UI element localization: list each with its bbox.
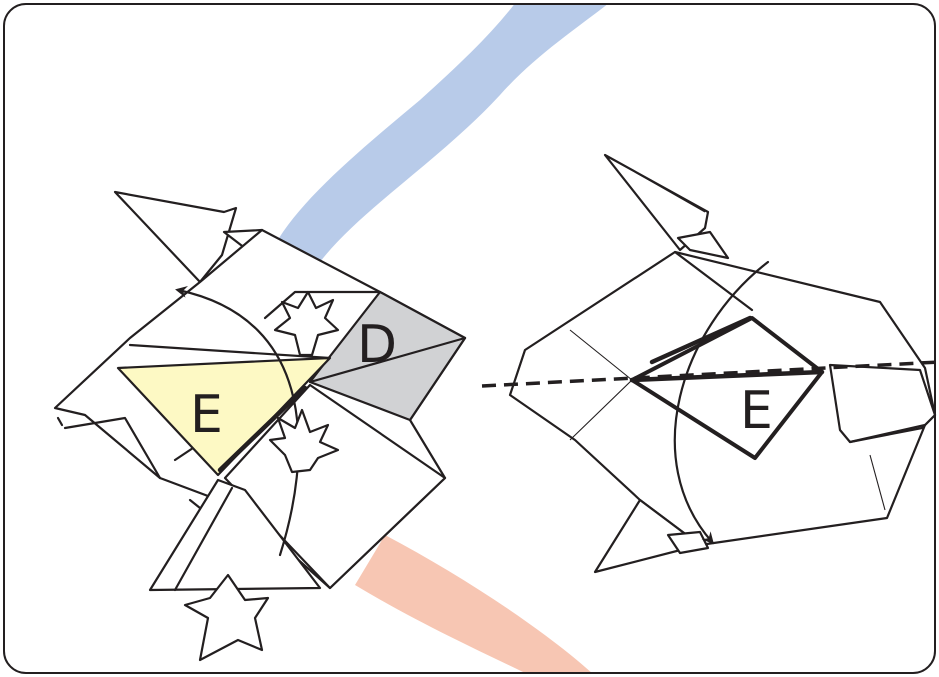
- left-lower-square: [223, 383, 447, 590]
- left-bottom-point: [148, 478, 322, 592]
- flap-d-diagonal: [308, 336, 467, 384]
- left-crease-2: [63, 416, 162, 480]
- salmon-band: [355, 535, 610, 673]
- left-heavy-edge: [217, 385, 308, 473]
- flap-e-right-label: E: [740, 381, 773, 441]
- right-ear-flap: [603, 153, 710, 252]
- flap-d-label: D: [357, 315, 397, 375]
- right-ear-crease: [604, 154, 706, 213]
- right-thin-crease-1: [569, 329, 633, 381]
- hollow-arrow-icon-mid: [268, 408, 340, 474]
- right-fold-arrow: [673, 260, 770, 545]
- right-lobe-fold: [848, 423, 927, 444]
- left-crease-7: [56, 416, 64, 427]
- right-bottom-tab: [666, 530, 710, 555]
- flap-e-left-label: E: [190, 385, 223, 445]
- dashed-valley-fold-line: [481, 360, 939, 388]
- right-bottom-point: [593, 498, 702, 574]
- right-crease-top: [673, 250, 754, 312]
- right-heavy-edge-2: [629, 369, 825, 383]
- left-bottom-fold: [173, 486, 234, 592]
- right-lobe: [828, 363, 937, 444]
- hollow-arrow-icon-top: [273, 290, 340, 357]
- left-model: D E: [53, 190, 467, 662]
- right-lobe-crease: [869, 454, 886, 511]
- right-model: E: [481, 153, 939, 574]
- blue-band: [275, 4, 625, 262]
- hollow-arrow-icon-bottom: [183, 573, 270, 662]
- left-crease-5: [263, 290, 382, 320]
- left-crease-1: [128, 343, 332, 360]
- right-thin-crease-2: [569, 379, 633, 441]
- right-ear-tip: [676, 230, 730, 260]
- background-bands: [275, 4, 625, 673]
- left-fold-arrow: [175, 285, 300, 557]
- diagram-frame: [3, 3, 936, 674]
